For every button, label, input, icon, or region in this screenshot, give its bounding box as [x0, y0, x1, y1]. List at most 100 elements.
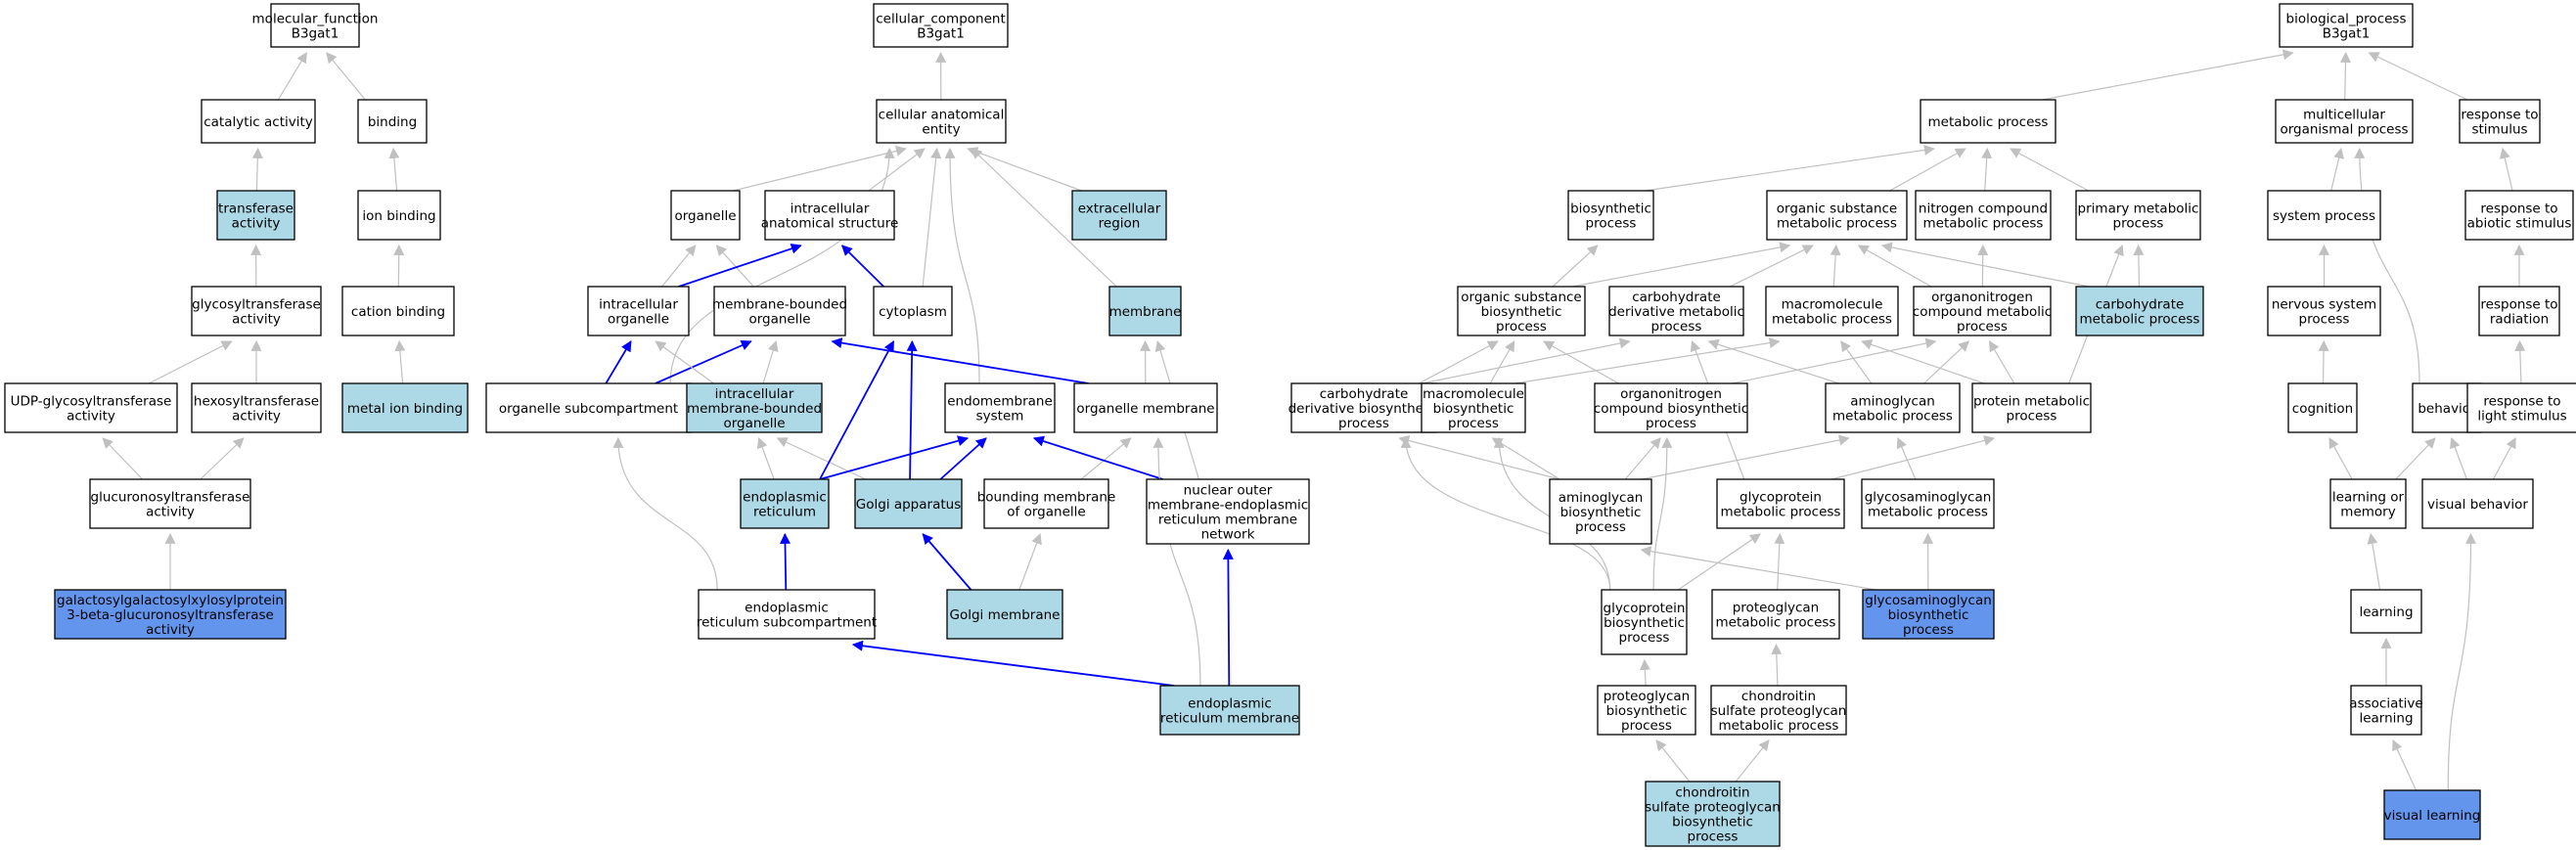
edge-layer	[102, 49, 2526, 791]
node-label: organelle	[748, 312, 810, 328]
node-label: organonitrogen	[1620, 386, 1722, 402]
node-orgmem[interactable]: organelle membrane	[1073, 382, 1218, 433]
node-catalytic[interactable]: catalytic activity	[201, 99, 316, 144]
node-metabolic[interactable]: metabolic process	[1920, 99, 2056, 144]
node-label: proteoglycan	[1733, 601, 1820, 616]
node-label: process	[1338, 416, 1389, 431]
node-label: nervous system	[2272, 297, 2376, 313]
node-label: reticulum membrane	[1158, 513, 1297, 528]
node-label: behavior	[2418, 401, 2476, 417]
node-vislearn[interactable]: visual learning	[2383, 789, 2481, 840]
edge-vislearn-to-assoc	[2392, 739, 2418, 791]
node-box	[1765, 286, 1899, 336]
node-box	[341, 382, 469, 433]
edge-orgmem-to-mbo	[831, 337, 1089, 384]
node-box	[873, 3, 1009, 48]
node-label: catalytic activity	[203, 114, 313, 130]
node-nuclear[interactable]: nuclear outermembrane-endoplasmicreticul…	[1146, 478, 1310, 545]
node-metalion[interactable]: metal ion binding	[341, 382, 469, 433]
node-golgi[interactable]: Golgi apparatus	[854, 478, 963, 529]
node-box	[2279, 3, 2414, 48]
edge-visbeh-to-resplight	[2492, 437, 2516, 480]
node-membrane[interactable]: membrane	[1108, 286, 1182, 336]
node-box	[1146, 478, 1310, 545]
node-cationbinding[interactable]: cation binding	[341, 286, 455, 336]
node-label: chondroitin	[1741, 689, 1816, 704]
node-label: glycoprotein	[1604, 601, 1686, 616]
node-visbeh[interactable]: visual behavior	[2421, 478, 2534, 529]
node-sysproc[interactable]: system process	[2267, 190, 2381, 241]
node-label: reticulum	[753, 505, 816, 520]
node-label: process	[2007, 409, 2057, 425]
edge-ersub-to-orgsub	[612, 436, 718, 591]
node-cytoplasm[interactable]: cytoplasm	[873, 286, 953, 336]
node-cognition[interactable]: cognition	[2287, 382, 2358, 433]
edge-imbo-to-intraorg	[655, 340, 714, 384]
node-box	[946, 589, 1063, 640]
node-orgsub[interactable]: organelle subcompartment	[485, 382, 692, 433]
node-ionbinding[interactable]: ion binding	[357, 190, 441, 241]
node-learning[interactable]: learning	[2350, 589, 2422, 634]
node-organelle[interactable]: organelle	[670, 190, 741, 241]
edge-organelle-to-cae	[732, 145, 907, 192]
edge-ncmp-to-metabolic	[1981, 147, 1993, 192]
node-binding[interactable]: binding	[357, 99, 428, 144]
edge-resplight-to-respradiation	[2514, 339, 2526, 384]
node-galacto[interactable]: galactosylgalactosylxylosylprotein3-beta…	[54, 589, 287, 640]
node-box	[1601, 589, 1688, 655]
node-golgimem[interactable]: Golgi membrane	[946, 589, 1063, 640]
edge-glycobp-to-glycomp	[1677, 533, 1761, 591]
node-label: biosynthetic	[1606, 703, 1688, 719]
